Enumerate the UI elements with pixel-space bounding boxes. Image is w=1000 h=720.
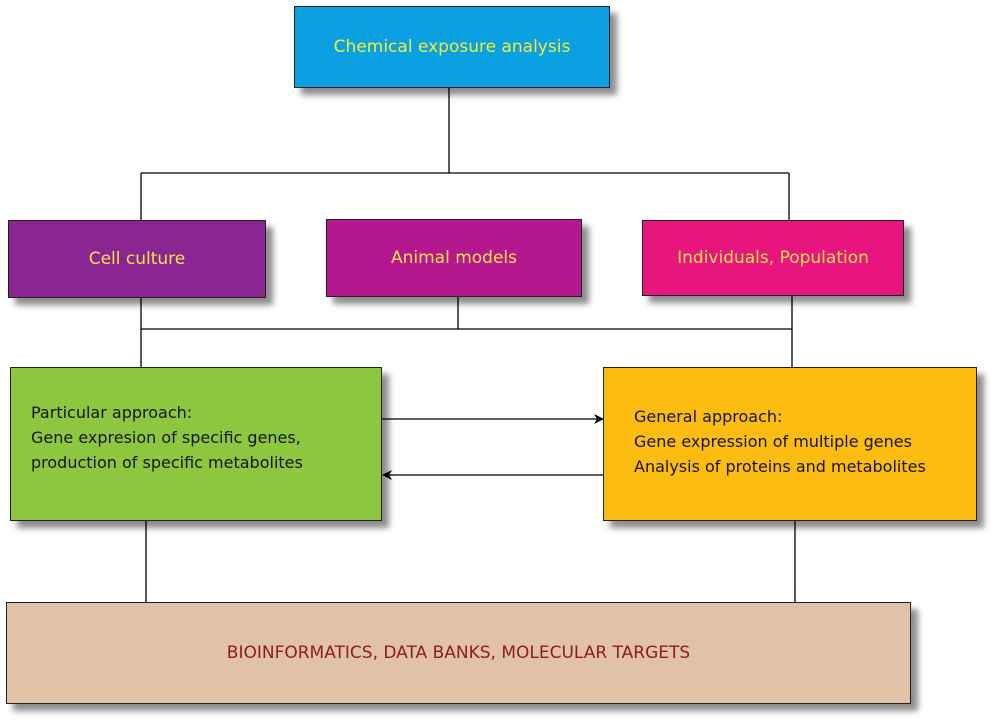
individuals-population-label: Individuals, Population	[677, 248, 869, 268]
animal-models-label: Animal models	[390, 248, 518, 268]
general-approach-text: General approach: Gene expression of mul…	[634, 404, 926, 479]
general-approach-line: Analysis of proteins and metabolites	[634, 457, 926, 476]
general-approach-heading: General approach:	[634, 407, 783, 426]
cell-culture-box: Cell culture	[8, 220, 266, 298]
cell-culture-label: Cell culture	[88, 249, 186, 269]
chemical-exposure-box: Chemical exposure analysis	[294, 6, 610, 88]
chemical-exposure-label: Chemical exposure analysis	[333, 37, 571, 57]
animal-models-box: Animal models	[326, 219, 582, 297]
particular-approach-text: Particular approach: Gene expresion of s…	[31, 400, 303, 475]
particular-approach-box: Particular approach: Gene expresion of s…	[10, 367, 382, 521]
general-approach-box: General approach: Gene expression of mul…	[603, 367, 977, 521]
general-approach-line: Gene expression of multiple genes	[634, 432, 912, 451]
bioinformatics-label: BIOINFORMATICS, DATA BANKS, MOLECULAR TA…	[226, 643, 691, 663]
bioinformatics-box: BIOINFORMATICS, DATA BANKS, MOLECULAR TA…	[6, 602, 911, 704]
particular-approach-heading: Particular approach:	[31, 403, 193, 422]
particular-approach-line: Gene expresion of specific genes,	[31, 428, 301, 447]
particular-approach-line: production of specific metabolites	[31, 453, 303, 472]
individuals-population-box: Individuals, Population	[642, 220, 904, 296]
